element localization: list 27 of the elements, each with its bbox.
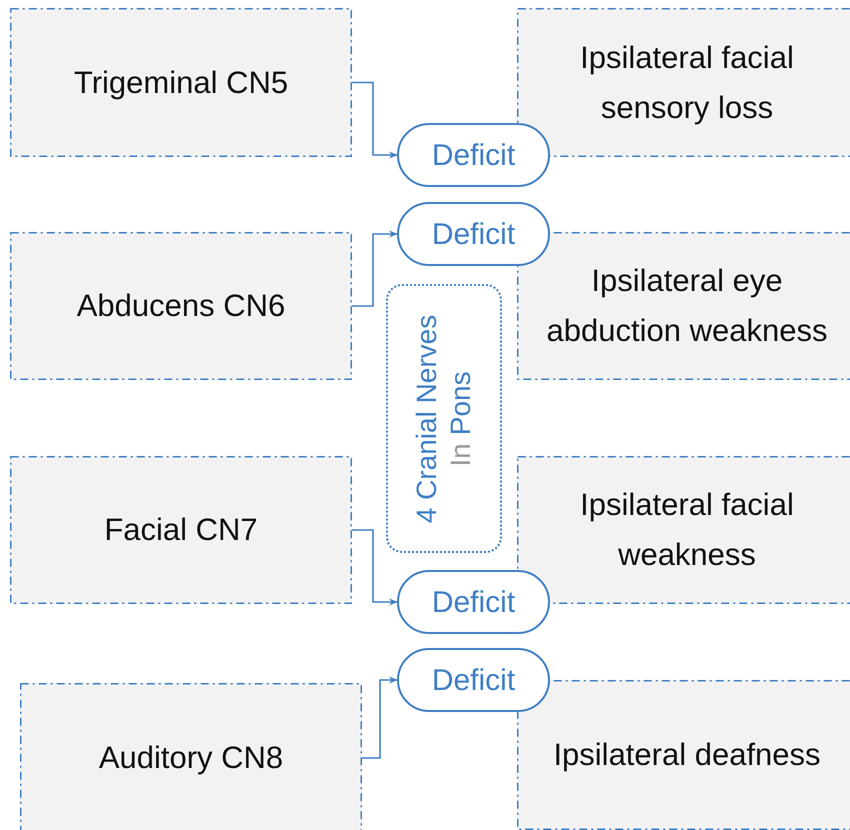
box-label: Ipsilateral facial sensory loss [579, 38, 795, 126]
dotted-panel [386, 284, 502, 553]
deficit-pill: Deficit [397, 202, 550, 266]
nerve-box [517, 8, 850, 157]
arrow [362, 676, 398, 759]
panel-subtitle: Pons [444, 370, 477, 435]
panel-subtitle: In [444, 442, 477, 466]
box-label: Trigeminal CN5 [74, 64, 288, 102]
box-label: Abducens CN6 [76, 287, 286, 326]
arrow [352, 82, 398, 159]
box-label: Ipsilateral deafness [553, 736, 821, 774]
nerve-box [10, 456, 352, 604]
nerve-box [10, 8, 352, 157]
box-label: Ipsilateral facial weakness [579, 486, 795, 574]
nerve-box [517, 680, 850, 830]
nerve-box [10, 232, 352, 380]
deficit-pill: Deficit [397, 570, 550, 634]
nerve-box [20, 683, 362, 830]
nerve-box [517, 232, 850, 380]
nerve-box [517, 456, 850, 604]
box-label: Auditory CN8 [98, 739, 284, 778]
deficit-pill: Deficit [397, 123, 550, 187]
arrow [352, 230, 398, 307]
panel-title: 4 Cranial Nerves [410, 314, 444, 523]
deficit-pill: Deficit [397, 648, 550, 712]
box-label: Facial CN7 [104, 511, 258, 550]
arrow [352, 529, 398, 606]
